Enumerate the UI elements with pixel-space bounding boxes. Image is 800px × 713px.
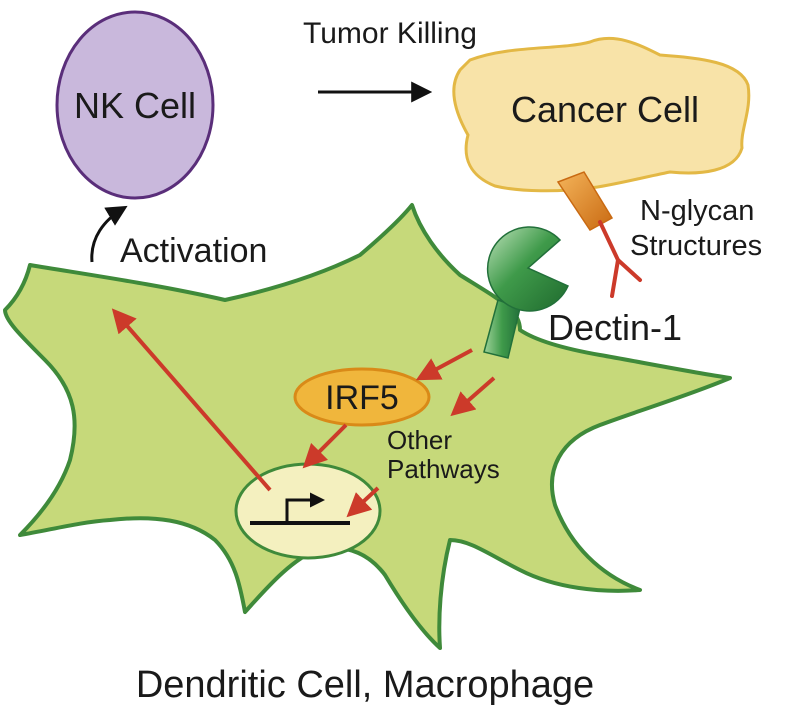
nucleus-to-activation-arrow	[111, 308, 272, 492]
n-glycan-structure	[556, 171, 642, 298]
n-glycan-label-line2: Structures	[630, 230, 762, 262]
other-pathways-line2: Pathways	[387, 454, 500, 484]
dectin-to-other-pathways-arrow	[450, 376, 496, 417]
other-pathways-line1: Other	[387, 425, 452, 455]
irf5-label: IRF5	[325, 379, 399, 417]
dectin-1-label: Dectin-1	[548, 307, 682, 348]
nk-cell	[55, 10, 215, 200]
dectin-1-receptor	[483, 226, 569, 359]
cancer-cell	[452, 36, 751, 193]
dectin-to-irf5-arrow	[415, 348, 473, 381]
other-pathways-to-nucleus-arrow	[346, 486, 380, 518]
activation-arrow	[90, 205, 128, 263]
cancer-cell-label: Cancer Cell	[511, 89, 699, 130]
host-cell-label: Dendritic Cell, Macrophage	[136, 664, 594, 706]
gene-transcription-icon	[250, 492, 350, 525]
tumor-killing-label: Tumor Killing	[303, 17, 477, 50]
activation-label: Activation	[120, 232, 267, 270]
irf5-oval	[293, 367, 431, 427]
dendritic-cell-body	[3, 203, 732, 650]
nk-cell-label: NK Cell	[74, 85, 196, 126]
n-glycan-label-line1: N-glycan	[640, 195, 754, 227]
irf5-to-nucleus-arrow	[302, 423, 348, 469]
